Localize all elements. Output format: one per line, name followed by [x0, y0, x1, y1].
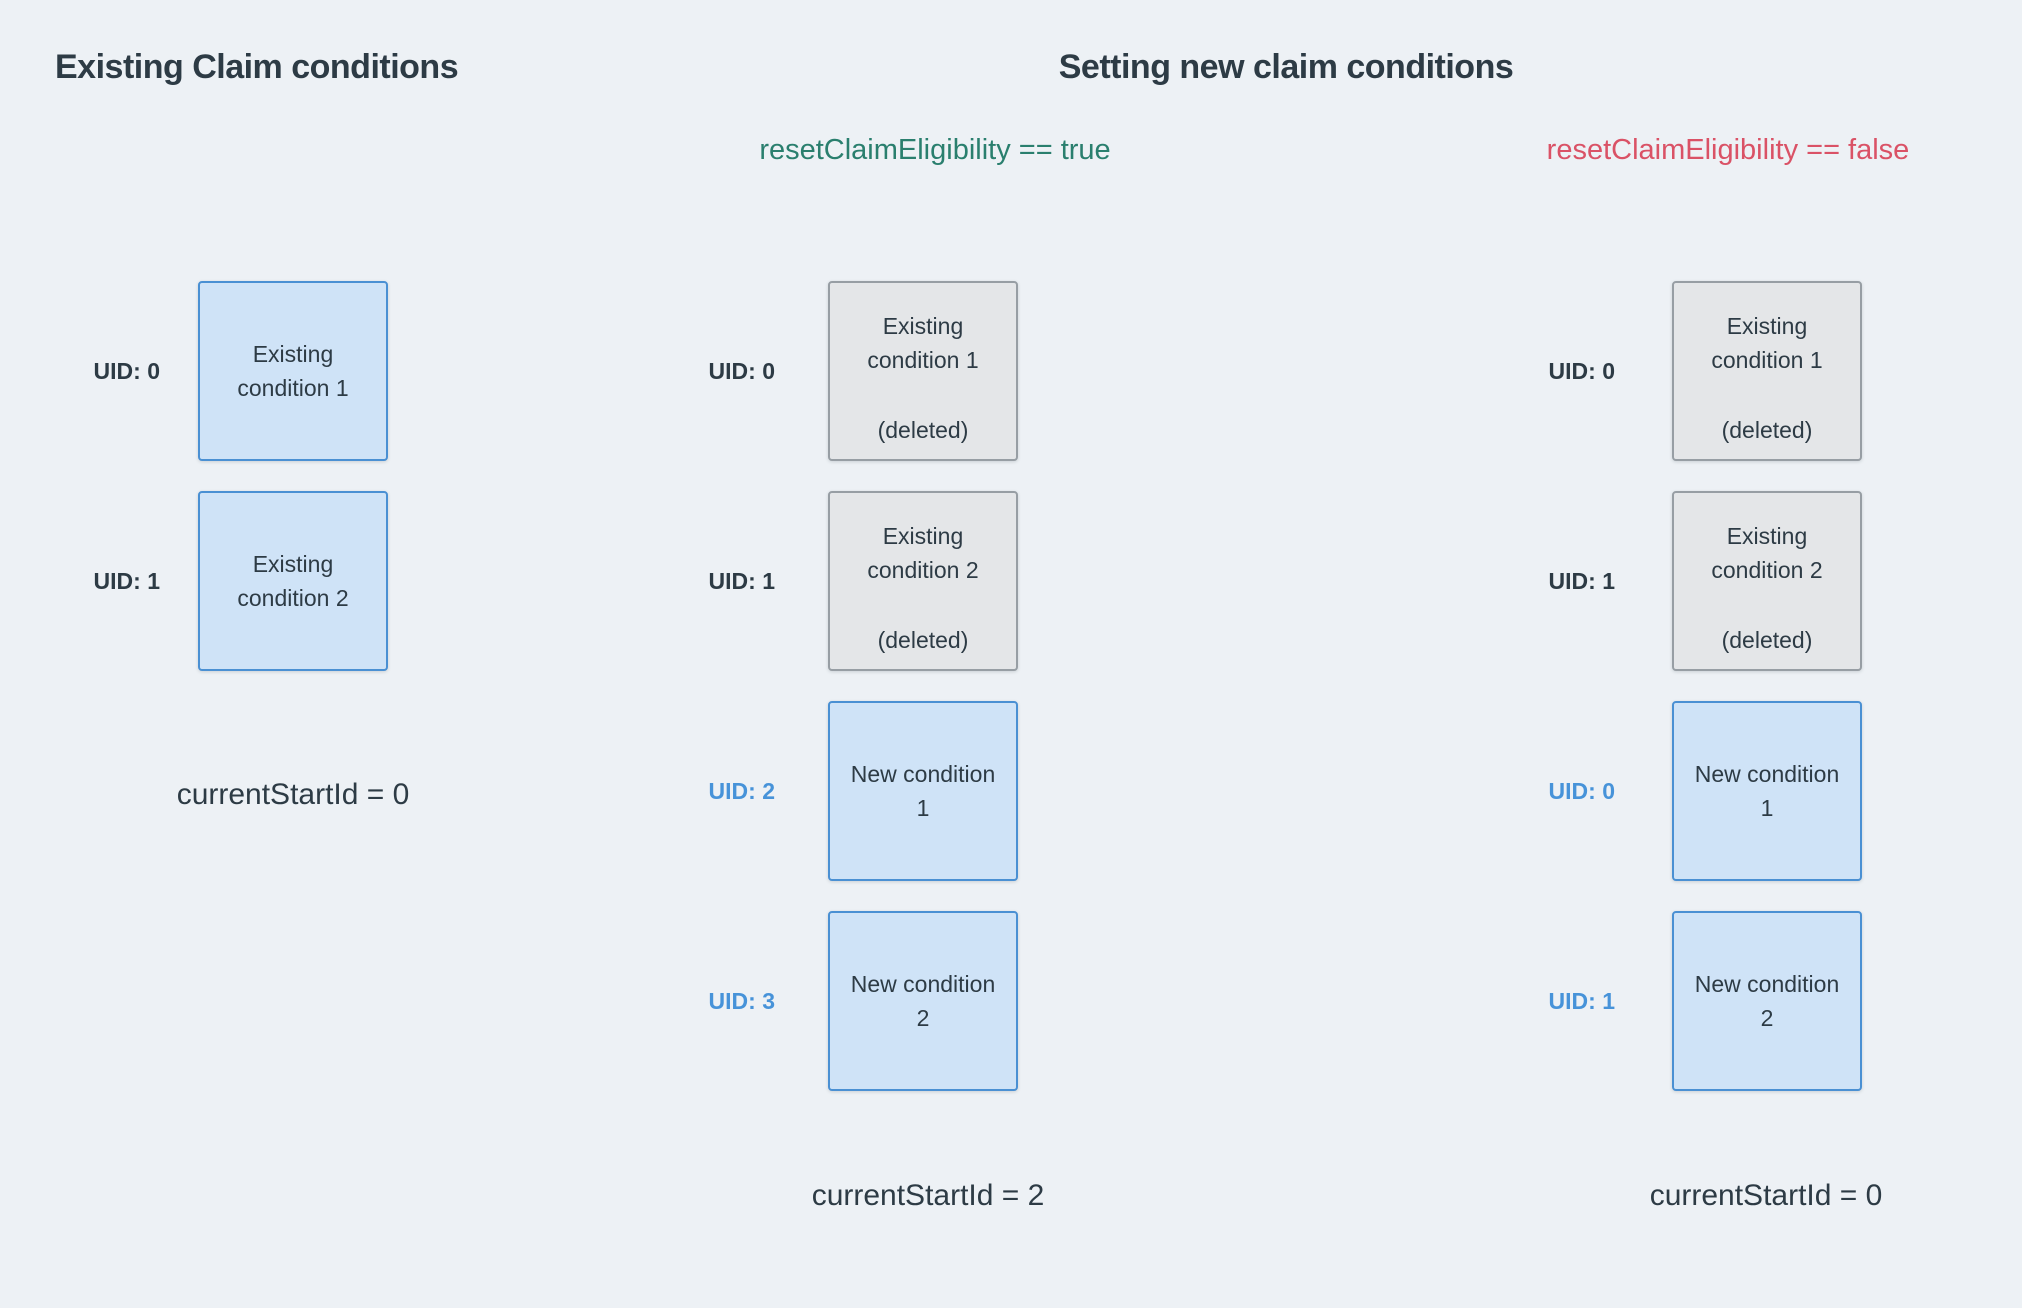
deleted-label: (deleted) — [877, 627, 969, 653]
uid-label: UID: 0 — [1548, 358, 1615, 384]
reset-eligibility-false-label: resetClaimEligibility == false — [1546, 134, 1910, 166]
new-condition-1-box: New condition 1 — [1672, 701, 1862, 881]
new-condition-2-box: New condition 2 — [1672, 911, 1862, 1091]
uid-label: UID: 0 — [708, 358, 775, 384]
deleted-label: (deleted) — [877, 417, 969, 443]
current-start-id-reset-false: currentStartId = 0 — [1649, 1179, 1883, 1212]
condition-box-line: condition 1 — [237, 375, 349, 401]
deleted-existing-condition-1-box: Existing condition 1 (deleted) — [828, 281, 1018, 461]
existing-claim-conditions-title: Existing Claim conditions — [55, 48, 459, 86]
deleted-existing-condition-1-box: Existing condition 1 (deleted) — [1672, 281, 1862, 461]
condition-box-line: Existing — [252, 341, 334, 367]
condition-box-line: New condition — [850, 971, 996, 997]
condition-box-line: New condition — [850, 761, 996, 787]
condition-box-line: Existing — [1726, 523, 1808, 549]
condition-box-line: condition 2 — [237, 585, 349, 611]
condition-box-line: New condition — [1694, 761, 1840, 787]
reset-eligibility-true-label: resetClaimEligibility == true — [759, 134, 1111, 166]
deleted-existing-condition-2-box: Existing condition 2 (deleted) — [828, 491, 1018, 671]
uid-label: UID: 1 — [1548, 568, 1615, 594]
uid-label: UID: 2 — [708, 778, 775, 804]
condition-box-line: Existing — [1726, 313, 1808, 339]
uid-label: UID: 1 — [708, 568, 775, 594]
condition-box-line: 1 — [916, 795, 930, 821]
condition-box-line: New condition — [1694, 971, 1840, 997]
current-start-id-existing: currentStartId = 0 — [176, 778, 410, 811]
uid-label: UID: 0 — [93, 358, 160, 384]
condition-box-line: 1 — [1760, 795, 1774, 821]
condition-box-line: condition 1 — [867, 347, 979, 373]
deleted-existing-condition-2-box: Existing condition 2 (deleted) — [1672, 491, 1862, 671]
new-condition-1-box: New condition 1 — [828, 701, 1018, 881]
uid-label: UID: 0 — [1548, 778, 1615, 804]
setting-new-claim-conditions-title: Setting new claim conditions — [1058, 48, 1514, 86]
uid-label: UID: 1 — [1548, 988, 1615, 1014]
condition-box-line: Existing — [882, 313, 964, 339]
condition-box-line: Existing — [882, 523, 964, 549]
deleted-label: (deleted) — [1721, 417, 1813, 443]
uid-label: UID: 3 — [708, 988, 775, 1014]
condition-box-line: Existing — [252, 551, 334, 577]
deleted-label: (deleted) — [1721, 627, 1813, 653]
condition-box-line: condition 2 — [867, 557, 979, 583]
new-condition-2-box: New condition 2 — [828, 911, 1018, 1091]
existing-condition-2-box: Existing condition 2 — [198, 491, 388, 671]
current-start-id-reset-true: currentStartId = 2 — [811, 1179, 1045, 1212]
existing-condition-1-box: Existing condition 1 — [198, 281, 388, 461]
condition-box-line: condition 1 — [1711, 347, 1823, 373]
condition-box-line: condition 2 — [1711, 557, 1823, 583]
uid-label: UID: 1 — [93, 568, 160, 594]
condition-box-line: 2 — [916, 1005, 930, 1031]
condition-box-line: 2 — [1760, 1005, 1774, 1031]
